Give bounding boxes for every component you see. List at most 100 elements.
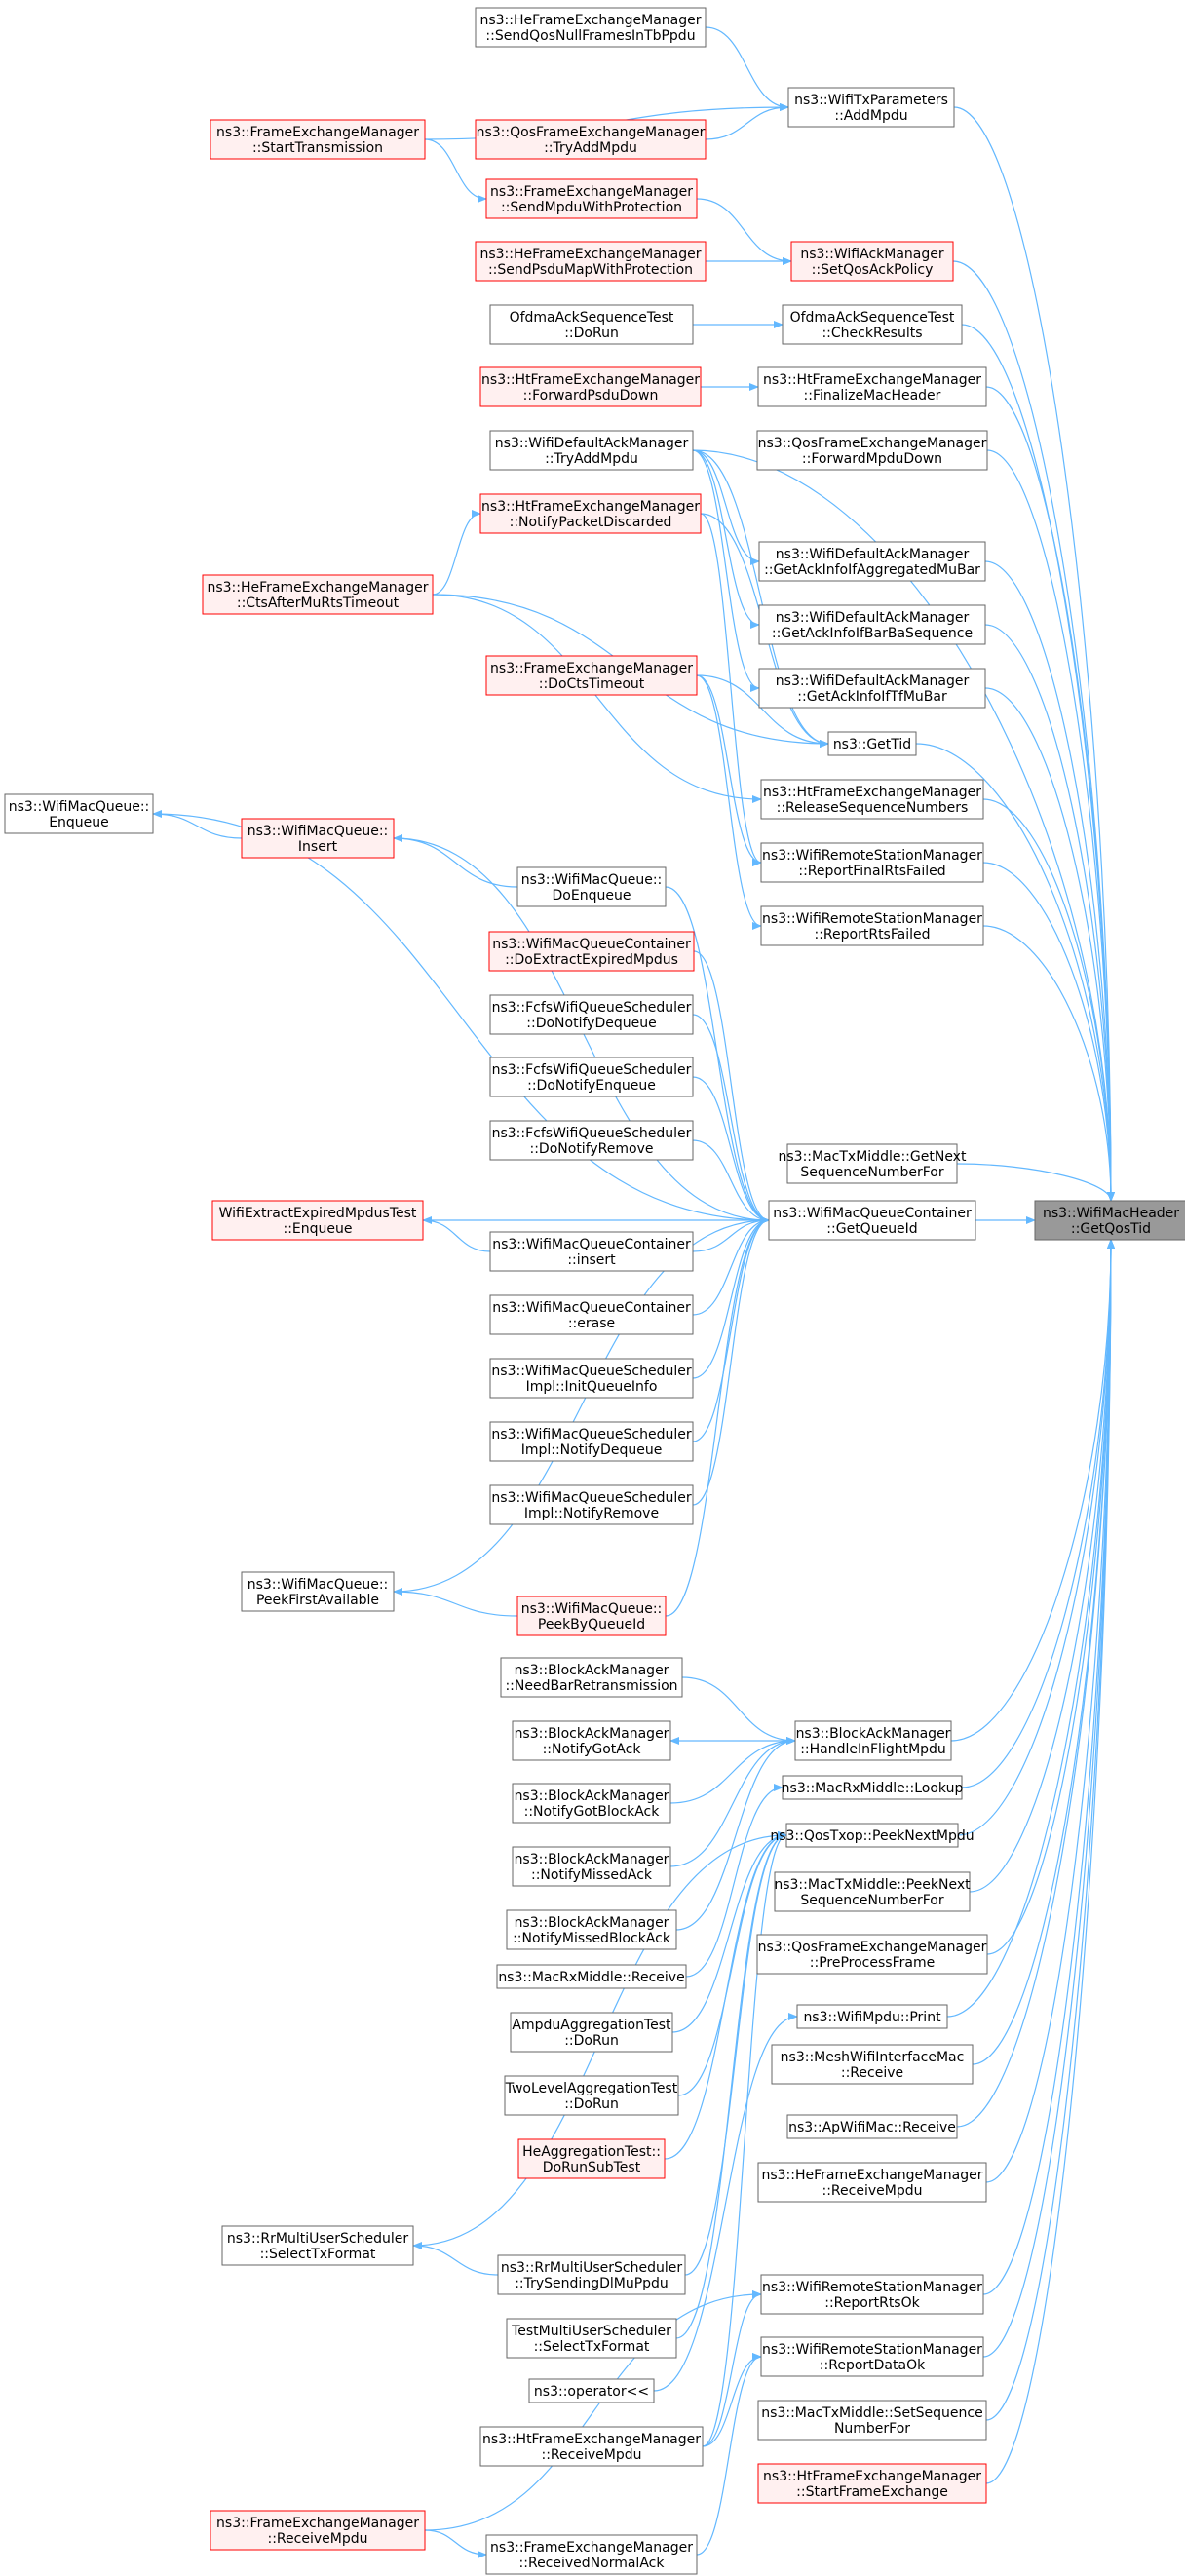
node-GotAck[interactable]: ns3::BlockAckManager::NotifyGotAck [512,1720,671,1761]
node-DataOk[interactable]: ns3::WifiRemoteStationManager::ReportDat… [760,2336,984,2377]
node-label-line: ns3::WifiDefaultAckManager [776,610,970,626]
node-FcfsEnq[interactable]: ns3::FcfsWifiQueueScheduler::DoNotifyEnq… [489,1057,694,1097]
node-QEnqueue[interactable]: ns3::WifiMacQueue::Enqueue [4,793,154,834]
edge-HandleInFlight-to-target [950,1239,1115,1742]
edge-HtRecvMpdu-to-PeekNext [702,1831,787,2447]
node-RrTrySend[interactable]: ns3::RrMultiUserScheduler::TrySendingDlM… [497,2254,686,2295]
node-CtsAfter[interactable]: ns3::HeFrameExchangeManager::CtsAfterMuR… [202,574,434,615]
node-DoCts[interactable]: ns3::FrameExchangeManager::DoCtsTimeout [485,655,698,696]
node-box [757,2400,987,2441]
node-SchedRem[interactable]: ns3::WifiMacQueueSchedulerImpl::NotifyRe… [489,1484,694,1525]
node-PeekById[interactable]: ns3::WifiMacQueue::PeekByQueueId [516,1596,667,1636]
node-box [757,2162,987,2203]
edge-QInsert-to-QEnqueue [152,810,243,839]
node-QInsert[interactable]: ns3::WifiMacQueue::Insert [241,818,395,859]
edge-HtRecvMpdu-to-RtsOk [702,2290,762,2447]
node-ExtractTest[interactable]: WifiExtractExpiredMpdusTest::Enqueue [211,1200,424,1241]
node-SendQosNull[interactable]: ns3::HeFrameExchangeManager::SendQosNull… [475,7,707,48]
node-HeAggr[interactable]: HeAggregationTest::DoRunSubTest [517,2138,666,2179]
edge-AckBarBa-to-target [984,624,1115,1202]
edge-ApRecv-to-target [956,1239,1115,2128]
node-GotBlockAck[interactable]: ns3::BlockAckManager::NotifyGotBlockAck [512,1783,671,1824]
node-AddMpdu[interactable]: ns3::WifiTxParameters::AddMpdu [787,87,955,128]
node-box [758,668,986,709]
node-FwdPsdu[interactable]: ns3::HtFrameExchangeManager::ForwardPsdu… [479,366,702,407]
node-GetQueueId[interactable]: ns3::WifiMacQueueContainer::GetQueueId [768,1200,976,1241]
node-CErase[interactable]: ns3::WifiMacQueueContainer::erase [489,1294,694,1335]
edge-FcfsRem-to-GetQueueId [692,1139,770,1224]
node-HeRecvMpdu[interactable]: ns3::HeFrameExchangeManager::ReceiveMpdu [757,2162,987,2203]
node-OpOut[interactable]: ns3::operator<< [528,2378,655,2403]
node-OfdmaCheck[interactable]: OfdmaAckSequenceTest::CheckResults [782,304,963,345]
node-DoEnqueue[interactable]: ns3::WifiMacQueue::DoEnqueue [516,866,667,907]
node-FinalRts[interactable]: ns3::WifiRemoteStationManager::ReportFin… [760,842,984,883]
node-TwoLevel[interactable]: TwoLevelAggregationTest::DoRun [504,2075,679,2116]
node-RxReceive[interactable]: ns3::MacRxMiddle::Receive [496,1964,687,1989]
node-box [771,2044,974,2085]
node-Finalize[interactable]: ns3::HtFrameExchangeManager::FinalizeMac… [757,366,987,407]
node-box [489,1294,694,1335]
node-GetTid[interactable]: ns3::GetTid [827,731,917,756]
node-RrSelect[interactable]: ns3::RrMultiUserScheduler::SelectTxForma… [221,2225,414,2266]
node-AmpduRun[interactable]: AmpduAggregationTest::DoRun [510,2012,673,2053]
node-SendMpduProt[interactable]: ns3::FrameExchangeManager::SendMpduWithP… [485,178,698,219]
node-SchedDeq[interactable]: ns3::WifiMacQueueSchedulerImpl::NotifyDe… [489,1421,694,1462]
edge-ReleaseSeq-to-target [982,798,1115,1202]
node-label-line: ns3::BlockAckManager [515,1915,669,1931]
node-SendPsdu[interactable]: ns3::HeFrameExchangeManager::SendPsduMap… [475,241,707,282]
node-MpduPrint[interactable]: ns3::WifiMpdu::Print [796,2004,948,2029]
node-HandleInFlight[interactable]: ns3::BlockAckManager::HandleInFlightMpdu [794,1720,952,1761]
node-SchedInit[interactable]: ns3::WifiMacQueueSchedulerImpl::InitQueu… [489,1358,694,1399]
node-MissedBlockAck[interactable]: ns3::BlockAckManager::NotifyMissedBlockA… [506,1909,677,1950]
node-FcfsRem[interactable]: ns3::FcfsWifiQueueScheduler::DoNotifyRem… [489,1120,694,1161]
node-NeedBar[interactable]: ns3::BlockAckManager::NeedBarRetransmiss… [500,1657,683,1698]
node-box [758,604,986,645]
node-AckAggMu[interactable]: ns3::WifiDefaultAckManager::GetAckInfoIf… [758,541,986,582]
node-PreProcess[interactable]: ns3::QosFrameExchangeManager::PreProcess… [756,1934,988,1975]
node-FcfsDeq[interactable]: ns3::FcfsWifiQueueScheduler::DoNotifyDeq… [489,994,694,1035]
node-label-line: ns3::FrameExchangeManager [490,184,693,200]
node-StartFrame[interactable]: ns3::HtFrameExchangeManager::StartFrameE… [757,2463,987,2504]
node-GetNextSeq[interactable]: ns3::MacTxMiddle::GetNextSequenceNumberF… [779,1143,967,1184]
node-RecvNormalAck[interactable]: ns3::FrameExchangeManager::ReceivedNorma… [485,2534,698,2575]
node-box [500,1657,683,1698]
node-AckTfMu[interactable]: ns3::WifiDefaultAckManager::GetAckInfoIf… [758,668,986,709]
node-label-line: ns3::GetTid [833,737,911,752]
node-box [1034,1200,1185,1241]
node-box [756,430,988,471]
edge-StartFrame-to-target [985,1239,1115,2484]
node-DoExtract[interactable]: ns3::WifiMacQueueContainer::DoExtractExp… [488,931,695,972]
node-box [790,241,954,282]
node-RtsOk[interactable]: ns3::WifiRemoteStationManager::ReportRts… [760,2274,984,2315]
node-RxLookup[interactable]: ns3::MacRxMiddle::Lookup [782,1775,964,1800]
node-MissedAck[interactable]: ns3::BlockAckManager::NotifyMissedAck [512,1846,671,1887]
node-PeekNext[interactable]: ns3::QosTxop::PeekNextMpdu [770,1823,975,1848]
node-FemRecvMpdu[interactable]: ns3::FrameExchangeManager::ReceiveMpdu [210,2510,426,2551]
node-ApRecv[interactable]: ns3::ApWifiMac::Receive [786,2114,958,2139]
node-QosTryAdd[interactable]: ns3::QosFrameExchangeManager::TryAddMpdu [475,119,707,160]
node-SetQosAck[interactable]: ns3::WifiAckManager::SetQosAckPolicy [790,241,954,282]
node-HtRecvMpdu[interactable]: ns3::HtFrameExchangeManager::ReceiveMpdu [479,2426,704,2467]
node-FwdMpdu[interactable]: ns3::QosFrameExchangeManager::ForwardMpd… [756,430,988,471]
edge-FcfsEnq-to-GetQueueId [692,1076,770,1224]
node-DefTryAdd[interactable]: ns3::WifiDefaultAckManager::TryAddMpdu [489,430,694,471]
node-StartTx[interactable]: ns3::FrameExchangeManager::StartTransmis… [210,119,426,160]
node-AckBarBa[interactable]: ns3::WifiDefaultAckManager::GetAckInfoIf… [758,604,986,645]
node-label-line: ns3::WifiMacQueue:: [9,799,150,815]
node-ReleaseSeq[interactable]: ns3::HtFrameExchangeManager::ReleaseSequ… [760,779,984,820]
node-PeekNextSeq[interactable]: ns3::MacTxMiddle::PeekNextSequenceNumber… [774,1871,971,1912]
node-label-line: ::StartTransmission [252,140,383,156]
node-CInsert[interactable]: ns3::WifiMacQueueContainer::insert [489,1231,694,1272]
edge-GotBlockAck-to-HandleInFlight [669,1737,796,1804]
node-MeshRecv[interactable]: ns3::MeshWifiInterfaceMac::Receive [771,2044,974,2085]
node-target[interactable]: ns3::WifiMacHeader::GetQosTid [1034,1200,1185,1241]
node-box [489,1421,694,1462]
node-RtsFailed[interactable]: ns3::WifiRemoteStationManager::ReportRts… [760,905,984,946]
node-OfdmaDoRun[interactable]: OfdmaAckSequenceTest::DoRun [489,304,694,345]
node-label-line: ::NotifyMissedBlockAck [513,1931,671,1946]
node-PeekFirst[interactable]: ns3::WifiMacQueue::PeekFirstAvailable [241,1571,395,1612]
node-NotifyDisc[interactable]: ns3::HtFrameExchangeManager::NotifyPacke… [479,493,702,534]
node-TestMu[interactable]: TestMultiUserScheduler::SelectTxFormat [506,2318,677,2359]
edge-NeedBar-to-HandleInFlight [681,1676,796,1745]
